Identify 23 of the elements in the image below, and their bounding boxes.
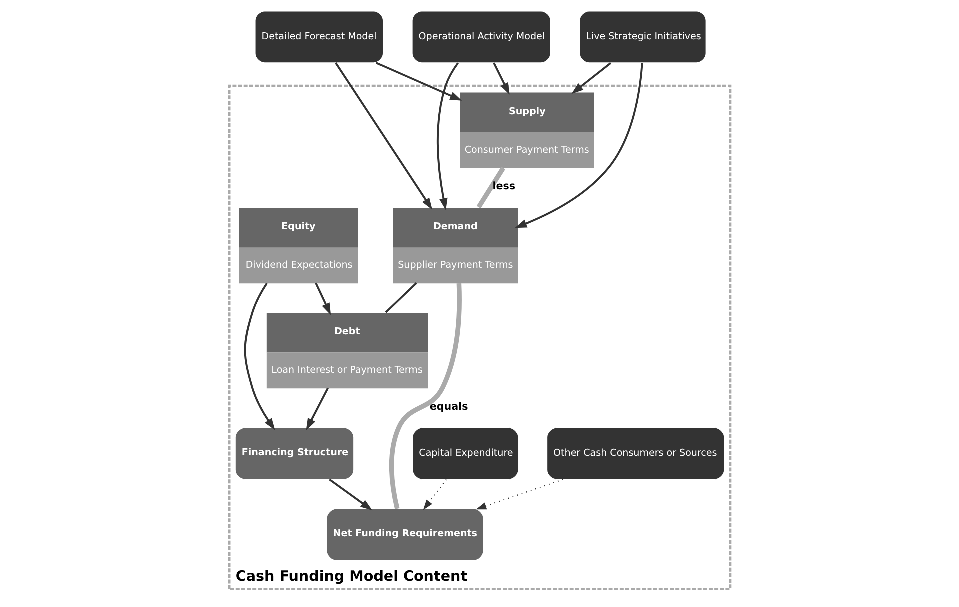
arrow [314, 282, 331, 316]
arrow [334, 62, 432, 210]
edge-label: equals [429, 400, 468, 413]
node-box: Live Strategic Initiatives [578, 10, 706, 64]
arrow [436, 62, 458, 210]
arrow [492, 62, 510, 95]
arrow [476, 479, 563, 510]
node-box: Detailed Forecast Model [254, 10, 384, 64]
arrow [375, 62, 462, 101]
arrow [422, 479, 447, 510]
arrow [328, 478, 372, 511]
node-box: Other Cash Consumers or Sources [546, 428, 724, 480]
arrow [571, 62, 612, 94]
arrow [306, 388, 329, 431]
node-box: Capital Expenditure [412, 428, 518, 480]
node-box: Net Funding Requirements [326, 508, 484, 562]
connector [388, 283, 462, 510]
connector [384, 282, 417, 314]
edge-label: less [492, 180, 516, 193]
node-box: Financing Structure [234, 428, 354, 480]
arrow [244, 282, 275, 430]
node-box: Operational Activity Model [412, 10, 551, 64]
arrow [514, 63, 643, 228]
